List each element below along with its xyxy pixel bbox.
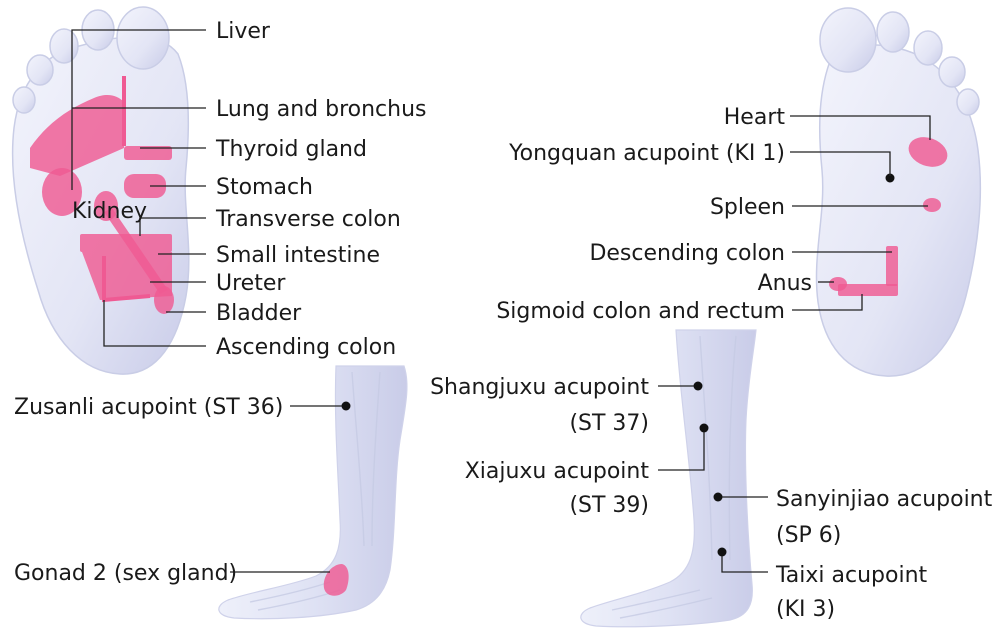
label-sanyinjiao-code: (SP 6) xyxy=(776,523,841,548)
xiajuxu-point xyxy=(700,424,709,433)
left-foot-toe-3 xyxy=(50,29,78,63)
label-transverse-colon: Transverse colon xyxy=(215,207,401,232)
right-foot xyxy=(816,8,980,376)
label-thyroid-gland: Thyroid gland xyxy=(215,137,367,162)
label-taixi: Taixi acupoint xyxy=(775,563,928,588)
right-foot-big-toe xyxy=(820,8,876,72)
shangjuxu-point xyxy=(694,382,703,391)
left-foot-toe-5 xyxy=(13,87,35,113)
label-spleen: Spleen xyxy=(710,195,785,220)
label-lung-and-bronchus: Lung and bronchus xyxy=(216,97,426,122)
anus-zone xyxy=(829,277,847,291)
label-descending-colon: Descending colon xyxy=(589,241,785,266)
right-foot-toe-5 xyxy=(957,89,979,115)
left-foot-big-toe xyxy=(117,7,169,69)
label-taixi-code: (KI 3) xyxy=(776,597,835,622)
label-liver: Liver xyxy=(216,19,271,44)
label-ureter: Ureter xyxy=(216,271,286,296)
label-shangjuxu-code: (ST 37) xyxy=(569,411,649,436)
label-kidney: Kidney xyxy=(72,199,147,224)
label-shangjuxu: Shangjuxu acupoint xyxy=(430,375,649,400)
label-ascending-colon: Ascending colon xyxy=(216,335,396,360)
left-foot xyxy=(13,7,189,374)
label-anus: Anus xyxy=(758,271,812,296)
label-bladder: Bladder xyxy=(216,301,302,326)
right-foot-sole xyxy=(816,45,980,376)
label-stomach: Stomach xyxy=(216,175,313,200)
label-yongquan: Yongquan acupoint (KI 1) xyxy=(508,141,785,166)
sigmoid-zone xyxy=(838,284,898,296)
right-foot-toe-2 xyxy=(877,12,909,52)
label-xiajuxu: Xiajuxu acupoint xyxy=(465,459,650,484)
spleen-zone xyxy=(923,198,941,212)
label-sigmoid-colon-and-rectum: Sigmoid colon and rectum xyxy=(496,299,785,324)
left-foot-toe-4 xyxy=(27,55,53,85)
zusanli-point xyxy=(342,402,351,411)
taixi-point xyxy=(718,548,727,557)
label-zusanli: Zusanli acupoint (ST 36) xyxy=(14,395,283,420)
transverse-colon-zone xyxy=(80,234,172,252)
label-gonad: Gonad 2 (sex gland) xyxy=(14,561,237,586)
right-foot-toe-3 xyxy=(914,31,942,65)
label-small-intestine: Small intestine xyxy=(216,243,380,268)
label-heart: Heart xyxy=(724,105,786,130)
sanyinjiao-point xyxy=(714,493,723,502)
label-sanyinjiao: Sanyinjiao acupoint xyxy=(776,487,993,512)
label-xiajuxu-code: (ST 39) xyxy=(569,493,649,518)
right-foot-toe-4 xyxy=(939,57,965,87)
